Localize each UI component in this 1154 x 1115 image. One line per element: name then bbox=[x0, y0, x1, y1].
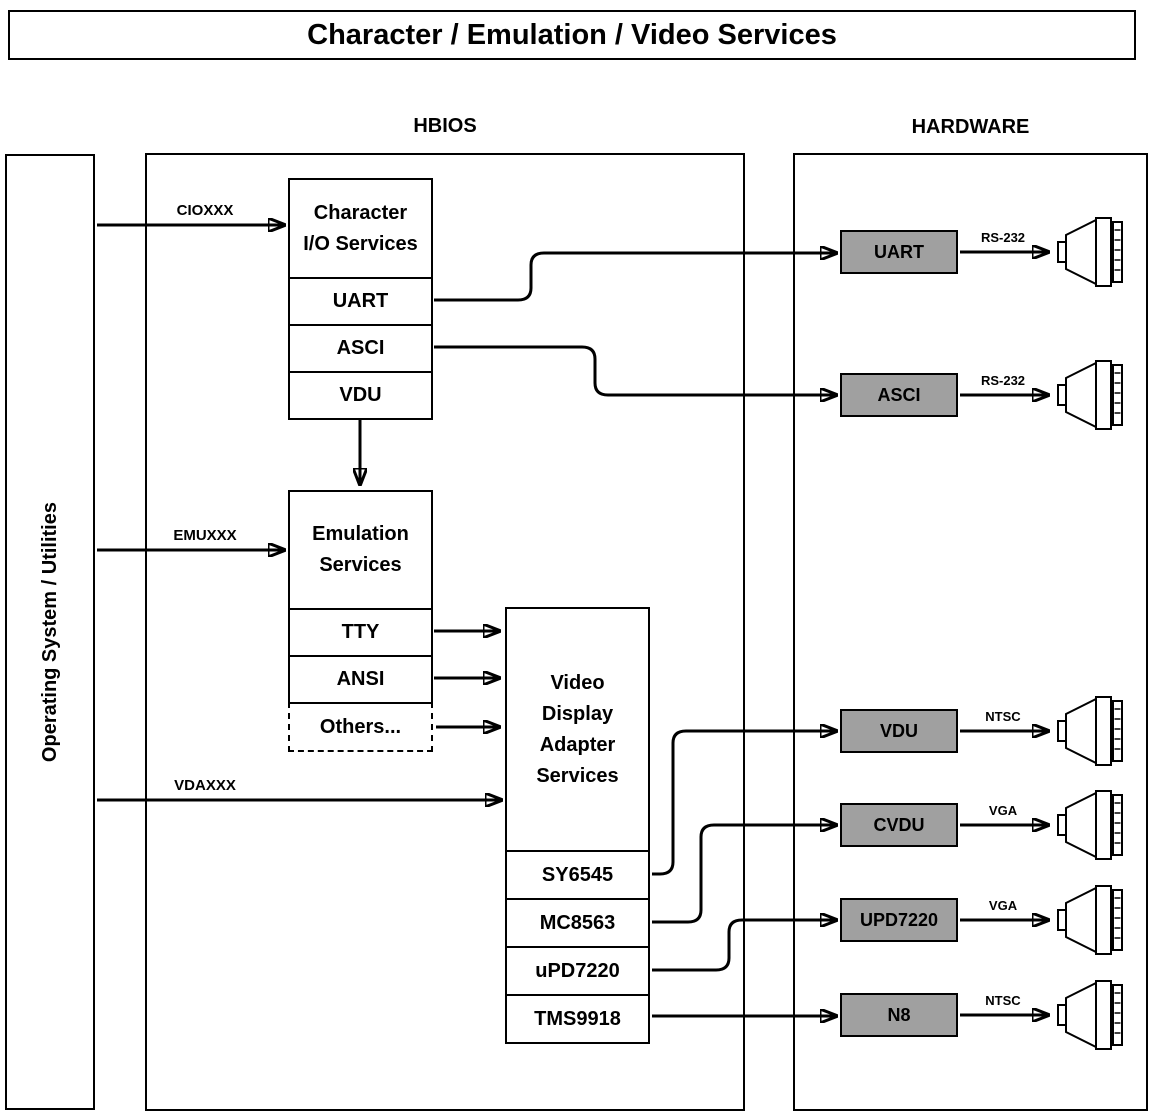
char-io-row-uart: UART bbox=[290, 277, 431, 324]
vda-title-text: Video Display Adapter Services bbox=[536, 671, 619, 787]
bus-label-emuxxx: EMUXXX bbox=[173, 527, 237, 544]
emulation-others-box: Others... bbox=[288, 702, 433, 752]
hw-box-cvdu: CVDU bbox=[840, 803, 958, 847]
hbios-container bbox=[145, 153, 745, 1111]
char-io-services-box: Character I/O Services UART ASCI VDU bbox=[288, 178, 433, 420]
hw-signal-cvdu: VGA bbox=[988, 803, 1018, 818]
hw-box-asci: ASCI bbox=[840, 373, 958, 417]
vda-services-box: Video Display Adapter Services SY6545 MC… bbox=[505, 607, 650, 1044]
vda-title: Video Display Adapter Services bbox=[507, 609, 648, 850]
connector-icon bbox=[1057, 980, 1123, 1050]
page-title: Character / Emulation / Video Services bbox=[8, 10, 1136, 60]
os-utilities-box: Operating System / Utilities bbox=[5, 154, 95, 1110]
hw-box-n8: N8 bbox=[840, 993, 958, 1037]
hw-box-upd7220: UPD7220 bbox=[840, 898, 958, 942]
vda-row-mc8563: MC8563 bbox=[507, 898, 648, 946]
emulation-row-ansi: ANSI bbox=[290, 655, 431, 702]
hw-signal-uart: RS-232 bbox=[980, 230, 1026, 245]
emulation-title: Emulation Services bbox=[290, 492, 431, 608]
hw-signal-upd7220: VGA bbox=[988, 898, 1018, 913]
emulation-title-text: Emulation Services bbox=[312, 523, 409, 576]
connector-icon bbox=[1057, 790, 1123, 860]
connector-icon bbox=[1057, 360, 1123, 430]
connector-icon bbox=[1057, 696, 1123, 766]
bus-label-vdaxxx: VDAXXX bbox=[174, 777, 236, 794]
hw-signal-n8: NTSC bbox=[985, 993, 1021, 1008]
vda-row-upd7220: uPD7220 bbox=[507, 946, 648, 994]
hw-signal-vdu: NTSC bbox=[985, 709, 1021, 724]
bus-label-cioxxx: CIOXXX bbox=[176, 202, 234, 219]
char-io-title: Character I/O Services bbox=[290, 180, 431, 277]
char-io-row-asci: ASCI bbox=[290, 324, 431, 371]
hardware-container bbox=[793, 153, 1148, 1111]
hardware-section-label: HARDWARE bbox=[911, 116, 1030, 138]
hw-box-uart: UART bbox=[840, 230, 958, 274]
emulation-row-tty: TTY bbox=[290, 608, 431, 655]
hw-signal-asci: RS-232 bbox=[980, 373, 1026, 388]
hbios-section-label: HBIOS bbox=[413, 115, 477, 137]
hw-box-vdu: VDU bbox=[840, 709, 958, 753]
char-io-row-vdu: VDU bbox=[290, 371, 431, 418]
emulation-services-box: Emulation Services TTY ANSI bbox=[288, 490, 433, 704]
connector-icon bbox=[1057, 885, 1123, 955]
vda-row-tms9918: TMS9918 bbox=[507, 994, 648, 1042]
os-utilities-label: Operating System / Utilities bbox=[38, 501, 61, 763]
char-io-title-text: Character I/O Services bbox=[303, 201, 418, 255]
vda-row-sy6545: SY6545 bbox=[507, 850, 648, 898]
connector-icon bbox=[1057, 217, 1123, 287]
